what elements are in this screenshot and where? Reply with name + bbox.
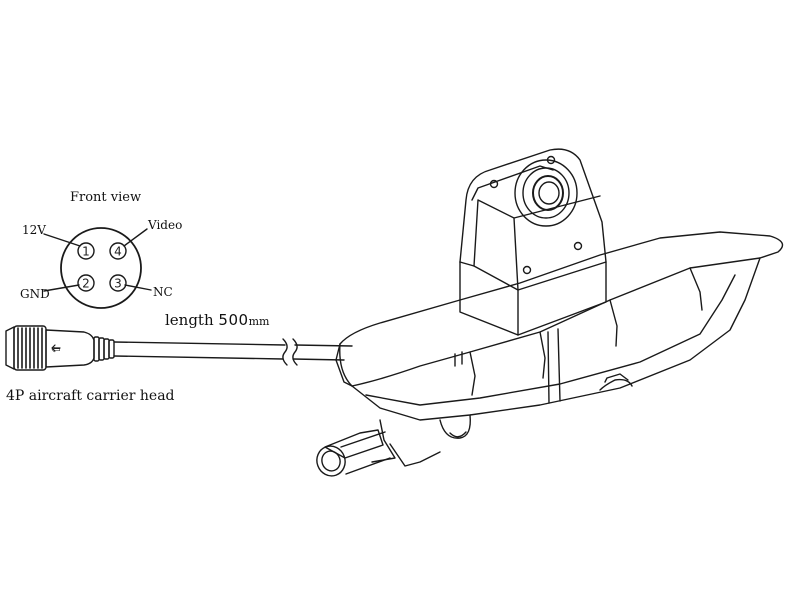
cable-length-unit: mm <box>248 315 270 328</box>
connector-arrow-icon: ⇦ <box>51 343 60 356</box>
cable-length-label: length 500mm <box>165 313 269 328</box>
pin-3-number: 3 <box>114 277 122 291</box>
pin-label-video: Video <box>148 218 183 232</box>
pin-label-gnd: GND <box>20 287 50 301</box>
front-view-label: Front view <box>70 190 142 205</box>
pin-label-12v: 12V <box>22 223 46 237</box>
pin-1: 1 <box>77 242 95 260</box>
connector-front-view: 1 4 2 3 <box>43 227 152 309</box>
cable-length-prefix: length <box>165 311 214 329</box>
connector-label: 4P aircraft carrier head <box>6 388 175 404</box>
camera-body <box>316 148 784 477</box>
pin-3: 3 <box>109 274 127 292</box>
aircraft-connector: ⇦ <box>5 325 115 371</box>
leader-12v <box>43 233 81 247</box>
pin-2-number: 2 <box>82 277 90 291</box>
cable-length-value: 500 <box>218 311 249 329</box>
leader-gnd <box>43 284 80 292</box>
leader-video <box>123 228 148 247</box>
cable <box>113 338 353 366</box>
pin-4-number: 4 <box>114 245 122 259</box>
pin-label-nc: NC <box>153 285 173 299</box>
pin-1-number: 1 <box>82 245 90 259</box>
pin-2: 2 <box>77 274 95 292</box>
leader-nc <box>124 284 152 291</box>
pin-4: 4 <box>109 242 127 260</box>
